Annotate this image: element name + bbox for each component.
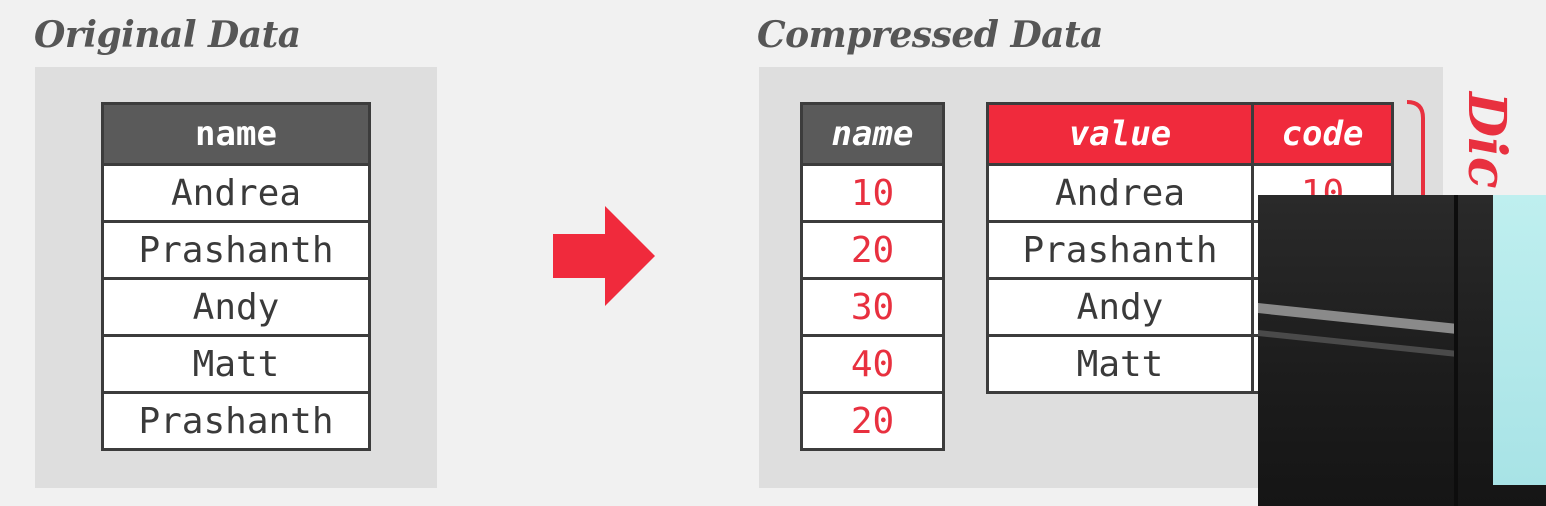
original-name-cell: Matt	[101, 334, 371, 394]
original-name-header: name	[101, 102, 371, 166]
compressed-name-table: name 10 20 30 40 20	[800, 102, 945, 451]
chalkboard-ledge	[1258, 303, 1457, 334]
dictionary-code-header: code	[1251, 102, 1394, 166]
compressed-code-cell: 20	[800, 391, 945, 451]
video-overlay	[1258, 195, 1546, 506]
dictionary-value-header: value	[986, 102, 1254, 166]
dictionary-value-cell: Prashanth	[986, 220, 1254, 280]
board-divider	[1454, 195, 1458, 506]
compressed-code-cell: 20	[800, 220, 945, 280]
original-data-title: Original Data	[34, 14, 301, 56]
projector-screen	[1493, 195, 1546, 485]
compressed-code-cell: 30	[800, 277, 945, 337]
original-name-cell: Andy	[101, 277, 371, 337]
original-name-table: name Andrea Prashanth Andy Matt Prashant…	[101, 102, 371, 451]
dictionary-brace-icon	[1406, 100, 1425, 200]
right-arrow-icon	[553, 206, 655, 306]
dictionary-label: Dic	[1456, 92, 1517, 189]
dictionary-value-cell: Andrea	[986, 163, 1254, 223]
compressed-name-header: name	[800, 102, 945, 166]
compressed-data-title: Compressed Data	[757, 14, 1103, 56]
dictionary-value-cell: Matt	[986, 334, 1254, 394]
chalkboard-rail	[1258, 330, 1457, 357]
dictionary-value-cell: Andy	[986, 277, 1254, 337]
compressed-code-cell: 40	[800, 334, 945, 394]
compressed-code-cell: 10	[800, 163, 945, 223]
original-name-cell: Prashanth	[101, 391, 371, 451]
original-name-cell: Andrea	[101, 163, 371, 223]
original-name-cell: Prashanth	[101, 220, 371, 280]
